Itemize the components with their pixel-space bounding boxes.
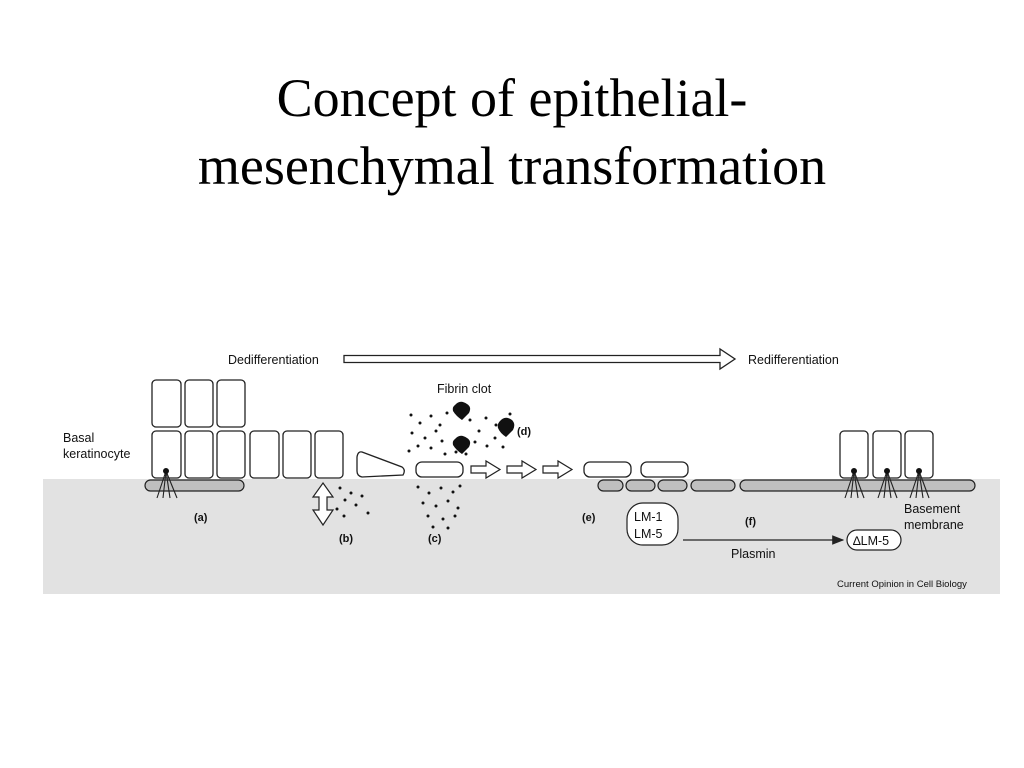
membrane-segment [657,479,688,492]
platelet [452,435,471,454]
fibrin-clot-label: Fibrin clot [437,382,492,396]
elongated-cell [415,461,464,478]
cell [839,430,869,479]
cell [640,461,689,478]
fibrin-dots [407,411,512,456]
cleaved-laminin-box [846,529,902,551]
cell-stack-a [151,379,246,479]
secreted-dots-c [416,484,462,530]
migration-arrow [542,459,574,480]
cell [216,379,246,428]
hemidesmosome [884,468,890,474]
membrane-segment [690,479,736,492]
basal-label-1: Basal [63,431,94,445]
migration-arrow [506,459,538,480]
plasmin-label: Plasmin [731,547,776,561]
cells-e [583,461,689,478]
secreted-dots-b [335,486,370,518]
anchor-filaments-a [156,470,178,499]
cell [249,430,280,479]
cleaved-laminin-label: ∆LM-5 [853,534,889,548]
cell [314,430,344,479]
stage-d-label: (d) [517,426,531,438]
redifferentiation-label: Redifferentiation [748,353,839,367]
cells-redifferentiated [839,430,934,479]
anchor-filaments-right [844,470,930,499]
stage-c-label: (c) [428,533,442,545]
stage-a-label: (a) [194,512,208,524]
stage-f-label: (f) [745,516,756,528]
lm5-label: LM-5 [634,527,663,541]
dedifferentiation-label: Dedifferentiation [228,353,319,367]
slide-title: Concept of epithelial- mesenchymal trans… [0,64,1024,200]
migration-arrows [470,459,574,480]
title-line-2: mesenchymal transformation [197,136,827,196]
hemidesmosome [163,468,169,474]
basement-label-1: Basement [904,502,961,516]
cell [904,430,934,479]
laminin-box [626,502,679,546]
migration-arrow [470,459,502,480]
membrane-segment [625,479,656,492]
basement-label-2: membrane [904,518,964,532]
cell [216,430,246,479]
basement-membrane-left [144,479,245,492]
dedifferentiation-arrow [343,347,737,371]
cell [151,379,182,428]
up-down-arrow-b [311,481,335,527]
cell [872,430,902,479]
membrane-segment [597,479,624,492]
platelet-shapes [452,401,515,454]
platelet [452,401,471,420]
flattening-cell [356,451,405,478]
migrating-cells [249,430,464,479]
cell [282,430,312,479]
stage-b-label: (b) [339,533,353,545]
cell [184,379,214,428]
stage-e-label: (e) [582,512,596,524]
hemidesmosome [851,468,857,474]
hemidesmosome [916,468,922,474]
cell [184,430,214,479]
new-membrane-segments [597,479,736,492]
platelet [497,417,515,437]
basal-label-2: keratinocyte [63,447,130,461]
cell [583,461,632,478]
figure-credit: Current Opinion in Cell Biology [837,579,967,590]
lm1-label: LM-1 [634,510,663,524]
hemidesmosomes-right [851,468,922,474]
title-line-1: Concept of epithelial- [276,68,748,128]
